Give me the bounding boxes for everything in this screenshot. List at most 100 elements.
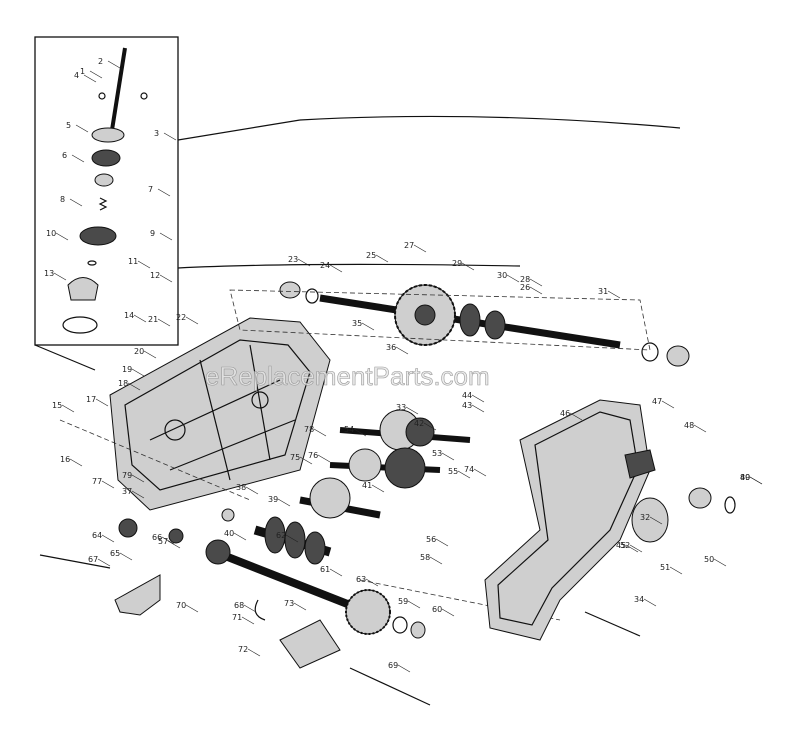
leader-line [506,274,520,283]
part-label-18: 18 [118,379,128,388]
part-label-76: 76 [308,451,318,460]
leader-line [457,470,471,479]
part-label-4: 4 [74,71,79,80]
part-label-69: 69 [388,661,398,670]
leader-line [245,486,259,495]
part-label-57: 57 [158,537,168,546]
part-label-39: 39 [268,495,278,504]
leader-line [233,532,247,541]
leader-line [131,490,145,499]
leader-line [285,534,299,543]
leader-line [749,476,763,485]
leader-line [119,552,133,561]
leader-line [89,70,103,79]
leader-line [397,664,411,673]
leader-line [163,132,177,141]
part-label-62: 62 [276,531,286,540]
leader-line [247,648,261,657]
leader-line [371,484,385,493]
leader-line [529,286,543,295]
part-label-37: 37 [122,487,132,496]
leader-line [329,264,343,273]
leader-line [607,290,621,299]
part-label-71: 71 [232,613,242,622]
part-label-47: 47 [652,397,662,406]
part-label-79: 79 [122,471,132,480]
part-label-74: 74 [464,465,474,474]
part-label-32: 32 [640,513,650,522]
part-label-2: 2 [98,57,103,66]
part-label-27: 27 [404,241,414,250]
part-label-49: 49 [740,473,750,482]
part-label-11: 11 [128,257,138,266]
part-label-51: 51 [660,563,670,572]
part-label-40: 40 [224,529,234,538]
part-label-65: 65 [110,549,120,558]
leader-line [413,244,427,253]
leader-line [441,608,455,617]
part-label-42: 42 [414,419,424,428]
leader-line [69,198,83,207]
part-label-36: 36 [386,343,396,352]
leader-line [131,474,145,483]
part-label-43: 43 [462,401,472,410]
leader-line [167,540,181,549]
part-label-60: 60 [432,605,442,614]
part-label-9: 9 [150,229,155,238]
leader-line [625,544,639,553]
part-label-29: 29 [452,259,462,268]
leader-line [71,154,85,163]
part-label-55: 55 [448,467,458,476]
part-label-6: 6 [62,151,67,160]
leader-line [353,428,367,437]
leader-line [649,516,663,525]
part-label-13: 13 [44,269,54,278]
leader-line [361,322,375,331]
leader-line [55,232,69,241]
leader-line [669,566,683,575]
part-label-45: 45 [616,541,626,550]
part-label-44: 44 [462,391,472,400]
part-label-3: 3 [154,129,159,138]
leader-line [317,454,331,463]
leader-line [313,428,327,437]
part-label-10: 10 [46,229,56,238]
leader-line [395,346,409,355]
leader-line [643,598,657,607]
part-label-15: 15 [52,401,62,410]
part-label-68: 68 [234,601,244,610]
part-label-21: 21 [148,315,158,324]
part-label-30: 30 [497,271,507,280]
part-label-14: 14 [124,311,134,320]
part-label-38: 38 [236,483,246,492]
watermark-text: eReplacementParts.com [205,361,490,391]
part-label-77: 77 [92,477,102,486]
leader-line [75,124,89,133]
left-transaxle-housing [109,317,331,511]
leader-line [435,538,449,547]
part-label-58: 58 [420,553,430,562]
leader-line [471,404,485,413]
part-label-12: 12 [150,271,160,280]
leader-line [461,262,475,271]
right-transaxle-housing [484,399,736,641]
leader-line [471,394,485,403]
leader-line [159,232,173,241]
part-label-7: 7 [148,185,153,194]
part-label-46: 46 [560,409,570,418]
part-label-61: 61 [320,565,330,574]
part-label-75: 75 [290,453,300,462]
leader-line [473,468,487,477]
leader-line [133,314,147,323]
part-label-63: 63 [356,575,366,584]
part-label-25: 25 [366,251,376,260]
part-label-72: 72 [238,645,248,654]
leader-line [161,536,175,545]
leader-line [101,480,115,489]
part-label-53: 53 [432,449,442,458]
part-label-26: 26 [520,283,530,292]
part-label-19: 19 [122,365,132,374]
leader-line [293,602,307,611]
